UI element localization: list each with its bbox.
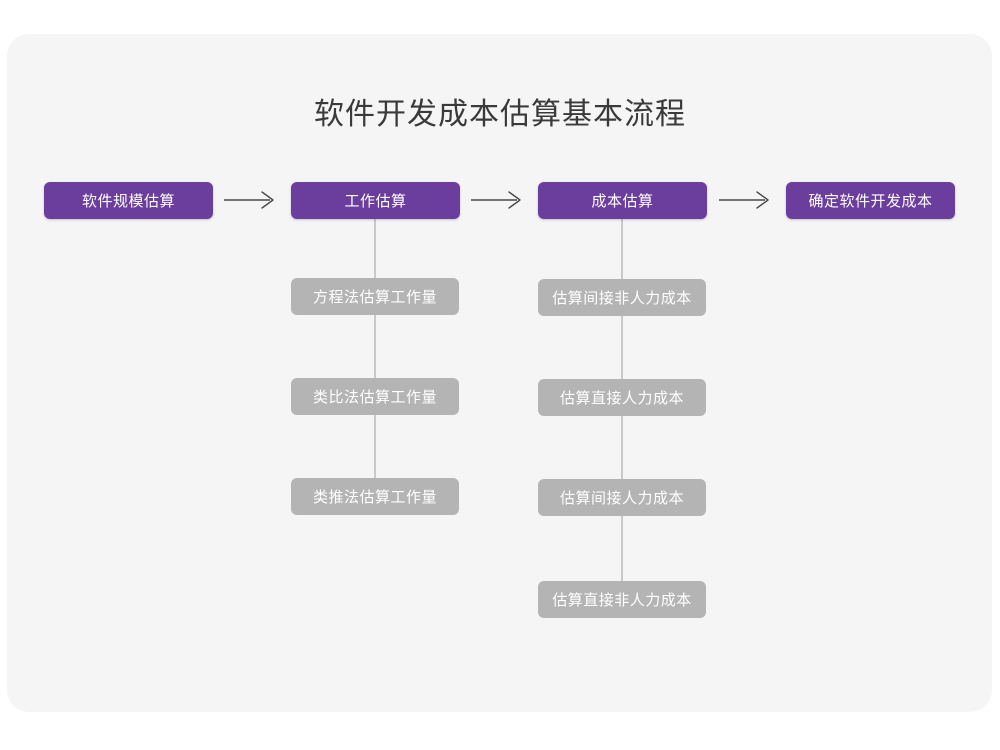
page-title: 软件开发成本估算基本流程 — [314, 98, 686, 131]
flow-substep-label: 估算直接非人力成本 — [552, 592, 692, 609]
flow-substep-work-2[interactable]: 类比法估算工作量 — [291, 378, 459, 415]
flow-substep-label: 方程法估算工作量 — [312, 289, 437, 306]
flow-step-label: 工作估算 — [344, 193, 407, 210]
flow-step-2[interactable]: 工作估算 — [291, 182, 460, 219]
flow-substep-label: 估算间接人力成本 — [559, 490, 684, 507]
flow-substep-label: 估算间接非人力成本 — [552, 290, 692, 307]
branch-connector-line — [374, 219, 376, 498]
flow-substep-work-3[interactable]: 类推法估算工作量 — [291, 478, 459, 515]
flow-substep-cost-3[interactable]: 估算间接人力成本 — [538, 479, 706, 516]
flow-arrow-icon — [469, 189, 527, 211]
flow-step-label: 成本估算 — [591, 193, 654, 210]
flow-step-label: 软件规模估算 — [81, 193, 175, 210]
diagram-card — [7, 34, 992, 712]
flow-arrow-icon — [717, 189, 775, 211]
flow-substep-label: 类推法估算工作量 — [312, 489, 437, 506]
flow-step-4[interactable]: 确定软件开发成本 — [786, 182, 955, 219]
flow-step-label: 确定软件开发成本 — [808, 193, 933, 210]
flow-step-1[interactable]: 软件规模估算 — [44, 182, 213, 219]
flow-arrow-icon — [222, 189, 280, 211]
flow-substep-work-1[interactable]: 方程法估算工作量 — [291, 278, 459, 315]
flow-substep-label: 类比法估算工作量 — [312, 389, 437, 406]
flow-substep-cost-2[interactable]: 估算直接人力成本 — [538, 379, 706, 416]
flow-substep-cost-1[interactable]: 估算间接非人力成本 — [538, 279, 706, 316]
flow-substep-cost-4[interactable]: 估算直接非人力成本 — [538, 581, 706, 618]
flow-step-3[interactable]: 成本估算 — [538, 182, 707, 219]
flow-substep-label: 估算直接人力成本 — [559, 390, 684, 407]
